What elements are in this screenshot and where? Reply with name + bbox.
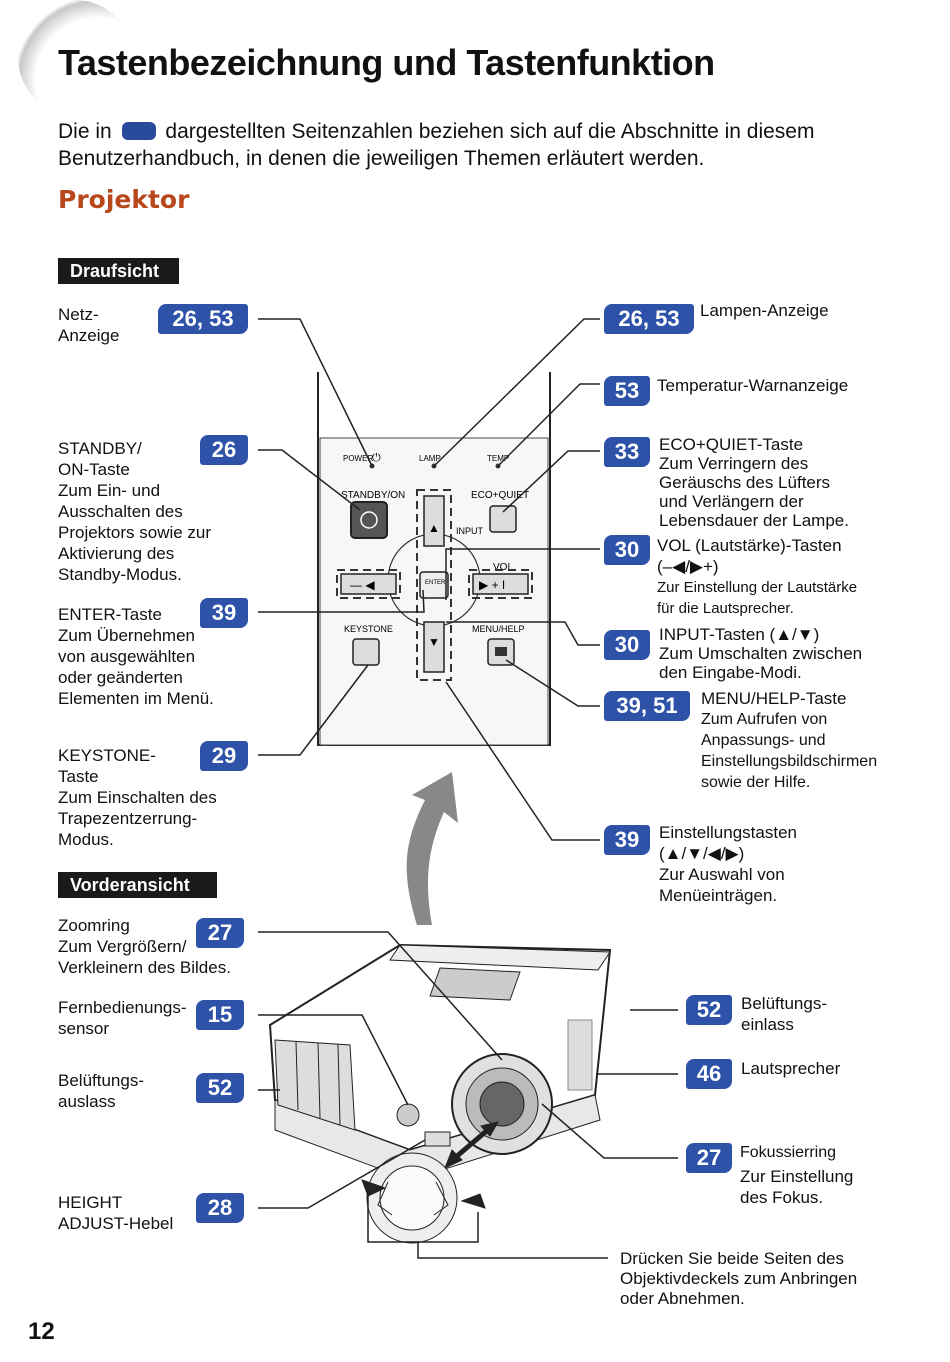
- intro-paragraph: Die in dargestellten Seitenzahlen bezieh…: [58, 118, 898, 172]
- height-adjust-page-badge[interactable]: 28: [196, 1193, 244, 1223]
- section-bar-front-view: Vorderansicht: [58, 872, 217, 898]
- panel-enter-label: ENTER: [425, 580, 446, 586]
- netz-anzeige-label: Netz- Anzeige: [58, 305, 120, 345]
- lamp-indicator-label: Lampen-Anzeige: [700, 301, 829, 320]
- panel-vol-label: VOL: [493, 562, 513, 573]
- menu-help-title: MENU/HELP-Taste: [701, 689, 847, 708]
- focus-ring-title: Fokussierring: [740, 1144, 837, 1161]
- input-down-button[interactable]: [423, 621, 445, 673]
- standby-page-badge[interactable]: 26: [200, 435, 248, 465]
- vent-in-page-badge[interactable]: 52: [686, 995, 732, 1025]
- down-arrow-icon: ▼: [428, 635, 440, 649]
- vol-page-badge[interactable]: 30: [604, 535, 650, 565]
- up-arrow-icon: ▲: [428, 521, 440, 535]
- adjust-page-badge[interactable]: 39: [604, 825, 650, 855]
- projector-body: [268, 943, 612, 1259]
- input-up-button[interactable]: [423, 495, 445, 547]
- netz-anzeige-page-badge[interactable]: 26, 53: [158, 304, 248, 334]
- keystone-button[interactable]: [352, 638, 380, 666]
- speaker-page-badge[interactable]: 46: [686, 1059, 732, 1089]
- intro-after: dargestellten Seitenzahlen beziehen sich…: [58, 120, 815, 170]
- focus-ring-description: Zur Einstellung des Fokus.: [740, 1167, 854, 1207]
- temp-warning-label: Temperatur-Warnanzeige: [657, 376, 849, 395]
- input-buttons-label: INPUT-Tasten (▲/▼) Zum Umschalten zwisch…: [659, 625, 863, 682]
- vent-in-label: Belüftungs- einlass: [741, 994, 827, 1034]
- height-adjust-label: HEIGHT ADJUST-Hebel: [58, 1193, 174, 1233]
- page-reference-icon: [121, 122, 156, 140]
- focus-page-badge[interactable]: 27: [686, 1143, 732, 1173]
- standby-icon: [360, 511, 378, 529]
- page-title: Tastenbezeichnung und Tastenfunktion: [58, 42, 715, 83]
- lens-cap-note: Drücken Sie beide Seiten des Objektivdec…: [620, 1249, 858, 1308]
- vol-plus-button[interactable]: [472, 573, 529, 595]
- temp-page-badge[interactable]: 53: [604, 376, 650, 406]
- panel-input-label: INPUT: [456, 526, 484, 536]
- leader-lines: [258, 318, 678, 1209]
- remote-sensor-page-badge[interactable]: 15: [196, 1000, 244, 1030]
- section-heading: Projektor: [58, 185, 190, 214]
- menu-page-badge[interactable]: 39, 51: [604, 691, 690, 721]
- flip-arrow: [406, 772, 458, 925]
- panel-keystone-label: KEYSTONE: [344, 624, 393, 634]
- panel-standby-label: STANDBY/ON: [341, 490, 405, 501]
- input-page-badge[interactable]: 30: [604, 630, 650, 660]
- eco-quiet-button[interactable]: [489, 505, 517, 533]
- power-symbol-icon: ⏻: [372, 452, 381, 464]
- section-bar-top-view: Draufsicht: [58, 258, 179, 284]
- keystone-button-label: KEYSTONE- Taste Zum Einschalten des Trap…: [58, 746, 217, 849]
- eco-page-badge[interactable]: 33: [604, 437, 650, 467]
- vol-buttons-description: Zur Einstellung der Lautstärke für die L…: [657, 579, 858, 617]
- standby-button[interactable]: [350, 501, 388, 539]
- panel-lamp-label: LAMP: [419, 454, 441, 463]
- enter-page-badge[interactable]: 39: [200, 598, 248, 628]
- enter-button[interactable]: [419, 571, 449, 599]
- intro-before: Die in: [58, 120, 112, 143]
- panel-power-label: POWER: [343, 454, 373, 463]
- panel-eco-label: ECO+QUIET: [471, 490, 529, 501]
- keystone-page-badge[interactable]: 29: [200, 741, 248, 771]
- control-panel: POWER ⏻ LAMP TEMP STANDBY/ON ECO+QUIET I…: [317, 372, 551, 746]
- panel-temp-label: TEMP: [487, 454, 509, 463]
- page-number: 12: [28, 1318, 55, 1345]
- vol-plus-icon: ▶ + I: [479, 578, 505, 592]
- corner-decoration: [18, 0, 133, 115]
- zoom-page-badge[interactable]: 27: [196, 918, 244, 948]
- menu-help-description: Zum Aufrufen von Anpassungs- und Einstel…: [701, 711, 878, 791]
- vent-out-label: Belüftungs- auslass: [58, 1071, 144, 1111]
- lamp-page-badge[interactable]: 26, 53: [604, 304, 694, 334]
- panel-menu-label: MENU/HELP: [472, 624, 525, 634]
- vol-minus-icon: — ◀: [350, 578, 375, 592]
- zoom-ring-label: Zoomring Zum Vergrößern/ Verkleinern des…: [58, 916, 231, 977]
- speaker-label: Lautsprecher: [741, 1059, 841, 1078]
- remote-sensor-label: Fernbedienungs- sensor: [58, 998, 187, 1038]
- adjust-buttons-label: Einstellungstasten (▲/▼/◀/▶) Zur Auswahl…: [659, 823, 797, 905]
- vol-minus-button[interactable]: [340, 573, 397, 595]
- enter-button-label: ENTER-Taste Zum Übernehmen von ausgewähl…: [58, 605, 214, 708]
- vent-out-page-badge[interactable]: 52: [196, 1073, 244, 1103]
- standby-button-label: STANDBY/ ON-Taste Zum Ein- und Ausschalt…: [58, 439, 212, 584]
- vol-buttons-title: VOL (Lautstärke)-Tasten (–◀/▶+): [657, 536, 842, 576]
- eco-quiet-label: ECO+QUIET-Taste Zum Verringern des Geräu…: [659, 435, 849, 530]
